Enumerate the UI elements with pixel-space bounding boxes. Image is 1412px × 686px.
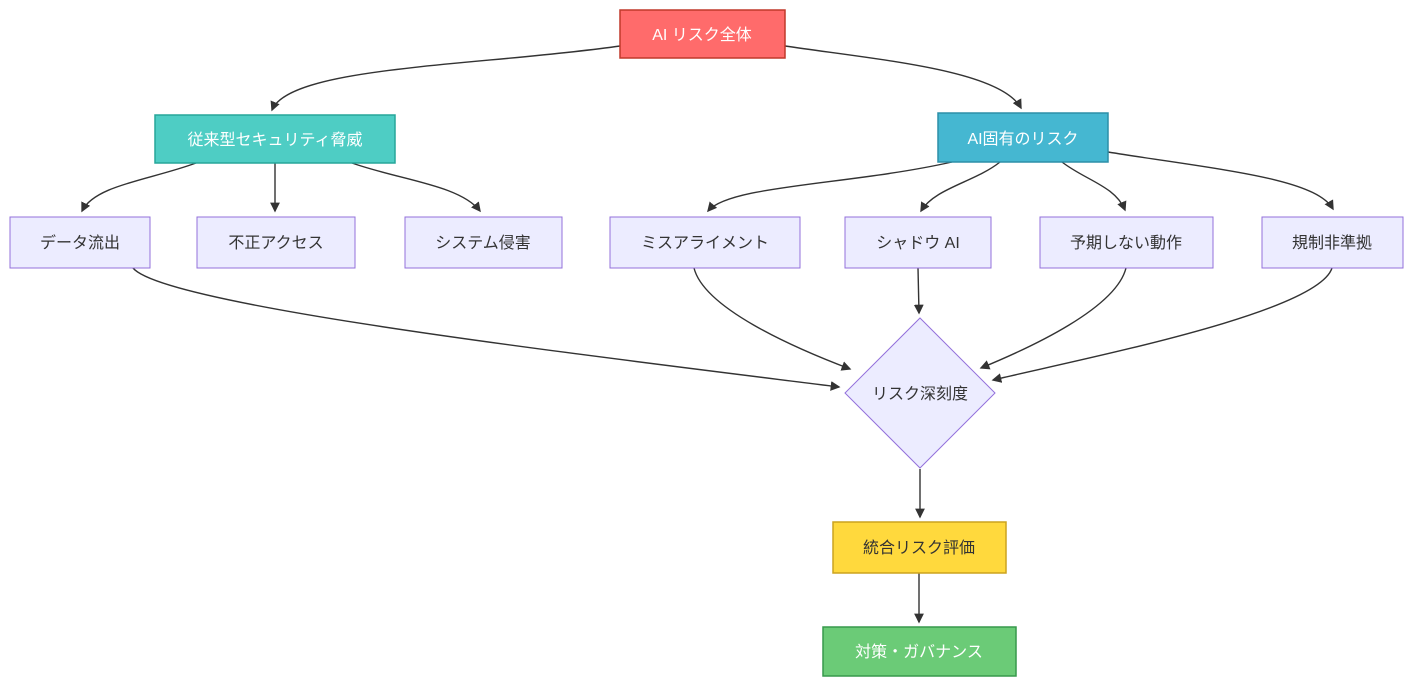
node-shadow-ai: シャドウ AI	[844, 216, 992, 269]
edges-layer	[81, 45, 1334, 624]
node-system-compromise-box	[404, 216, 563, 269]
node-ai-risk-overall-label: AI リスク全体	[652, 26, 752, 44]
node-regulatory-non-compliance: 規制非準拠	[1261, 216, 1404, 269]
node-integrated-risk-assessment-label: 統合リスク評価	[863, 539, 975, 557]
node-shadow-ai-label: シャドウ AI	[876, 234, 960, 252]
node-countermeasures-governance: 対策・ガバナンス	[822, 626, 1017, 677]
node-data-leak-box	[9, 216, 151, 269]
node-misalignment-label: ミスアライメント	[641, 235, 769, 252]
node-risk-severity-diamond	[844, 317, 996, 469]
edge-overall-traditional	[270, 45, 621, 112]
edge-non-compliance-severity	[991, 267, 1333, 383]
node-shadow-ai-box	[844, 216, 992, 269]
edge-ai-specific-unexpected-behavior	[1061, 161, 1127, 212]
node-risk-severity-label: リスク深刻度	[872, 385, 968, 403]
node-integrated-risk-assessment-box	[832, 521, 1007, 574]
node-traditional-security-threats: 従来型セキュリティ脅威	[154, 114, 396, 164]
node-system-compromise: システム侵害	[404, 216, 563, 269]
node-ai-risk-overall: AI リスク全体	[619, 9, 786, 59]
node-unauthorized-access: 不正アクセス	[196, 216, 356, 269]
node-regulatory-non-compliance-box	[1261, 216, 1404, 269]
node-ai-specific-risks-box	[937, 112, 1109, 163]
node-system-compromise-label: システム侵害	[435, 234, 531, 252]
node-integrated-risk-assessment: 統合リスク評価	[832, 521, 1007, 574]
edge-ai-specific-misalignment	[707, 161, 953, 213]
node-misalignment: ミスアライメント	[609, 216, 801, 269]
node-ai-specific-risks: AI固有のリスク	[937, 112, 1109, 163]
node-traditional-security-threats-box	[154, 114, 396, 164]
edge-misalignment-severity	[693, 267, 852, 371]
node-misalignment-box	[609, 216, 801, 269]
edge-traditional-data-leak	[81, 162, 197, 213]
node-unexpected-behavior-box	[1039, 216, 1214, 269]
node-unexpected-behavior-label: 予期しない動作	[1070, 234, 1182, 252]
node-traditional-security-threats-label: 従来型セキュリティ脅威	[187, 131, 362, 149]
node-unauthorized-access-label: 不正アクセス	[228, 234, 323, 252]
node-data-leak: データ流出	[9, 216, 151, 269]
edge-unexpected-behavior-severity	[979, 267, 1127, 370]
edge-data-leak-severity	[132, 267, 841, 391]
node-unexpected-behavior: 予期しない動作	[1039, 216, 1214, 269]
node-ai-specific-risks-label: AI固有のリスク	[967, 130, 1078, 148]
node-countermeasures-governance-label: 対策・ガバナンス	[855, 643, 983, 661]
edge-shadow-ai-severity	[913, 267, 924, 315]
edge-traditional-system-compromise	[351, 162, 481, 213]
edge-ai-specific-non-compliance	[1107, 151, 1334, 211]
edge-overall-ai-specific	[784, 45, 1022, 110]
node-risk-severity: リスク深刻度	[844, 317, 996, 469]
node-data-leak-label: データ流出	[40, 233, 120, 252]
node-regulatory-non-compliance-label: 規制非準拠	[1292, 234, 1372, 252]
node-countermeasures-governance-box	[822, 626, 1017, 677]
node-unauthorized-access-box	[196, 216, 356, 269]
node-ai-risk-overall-box	[619, 9, 786, 59]
edge-ai-specific-shadow-ai	[920, 161, 1001, 213]
